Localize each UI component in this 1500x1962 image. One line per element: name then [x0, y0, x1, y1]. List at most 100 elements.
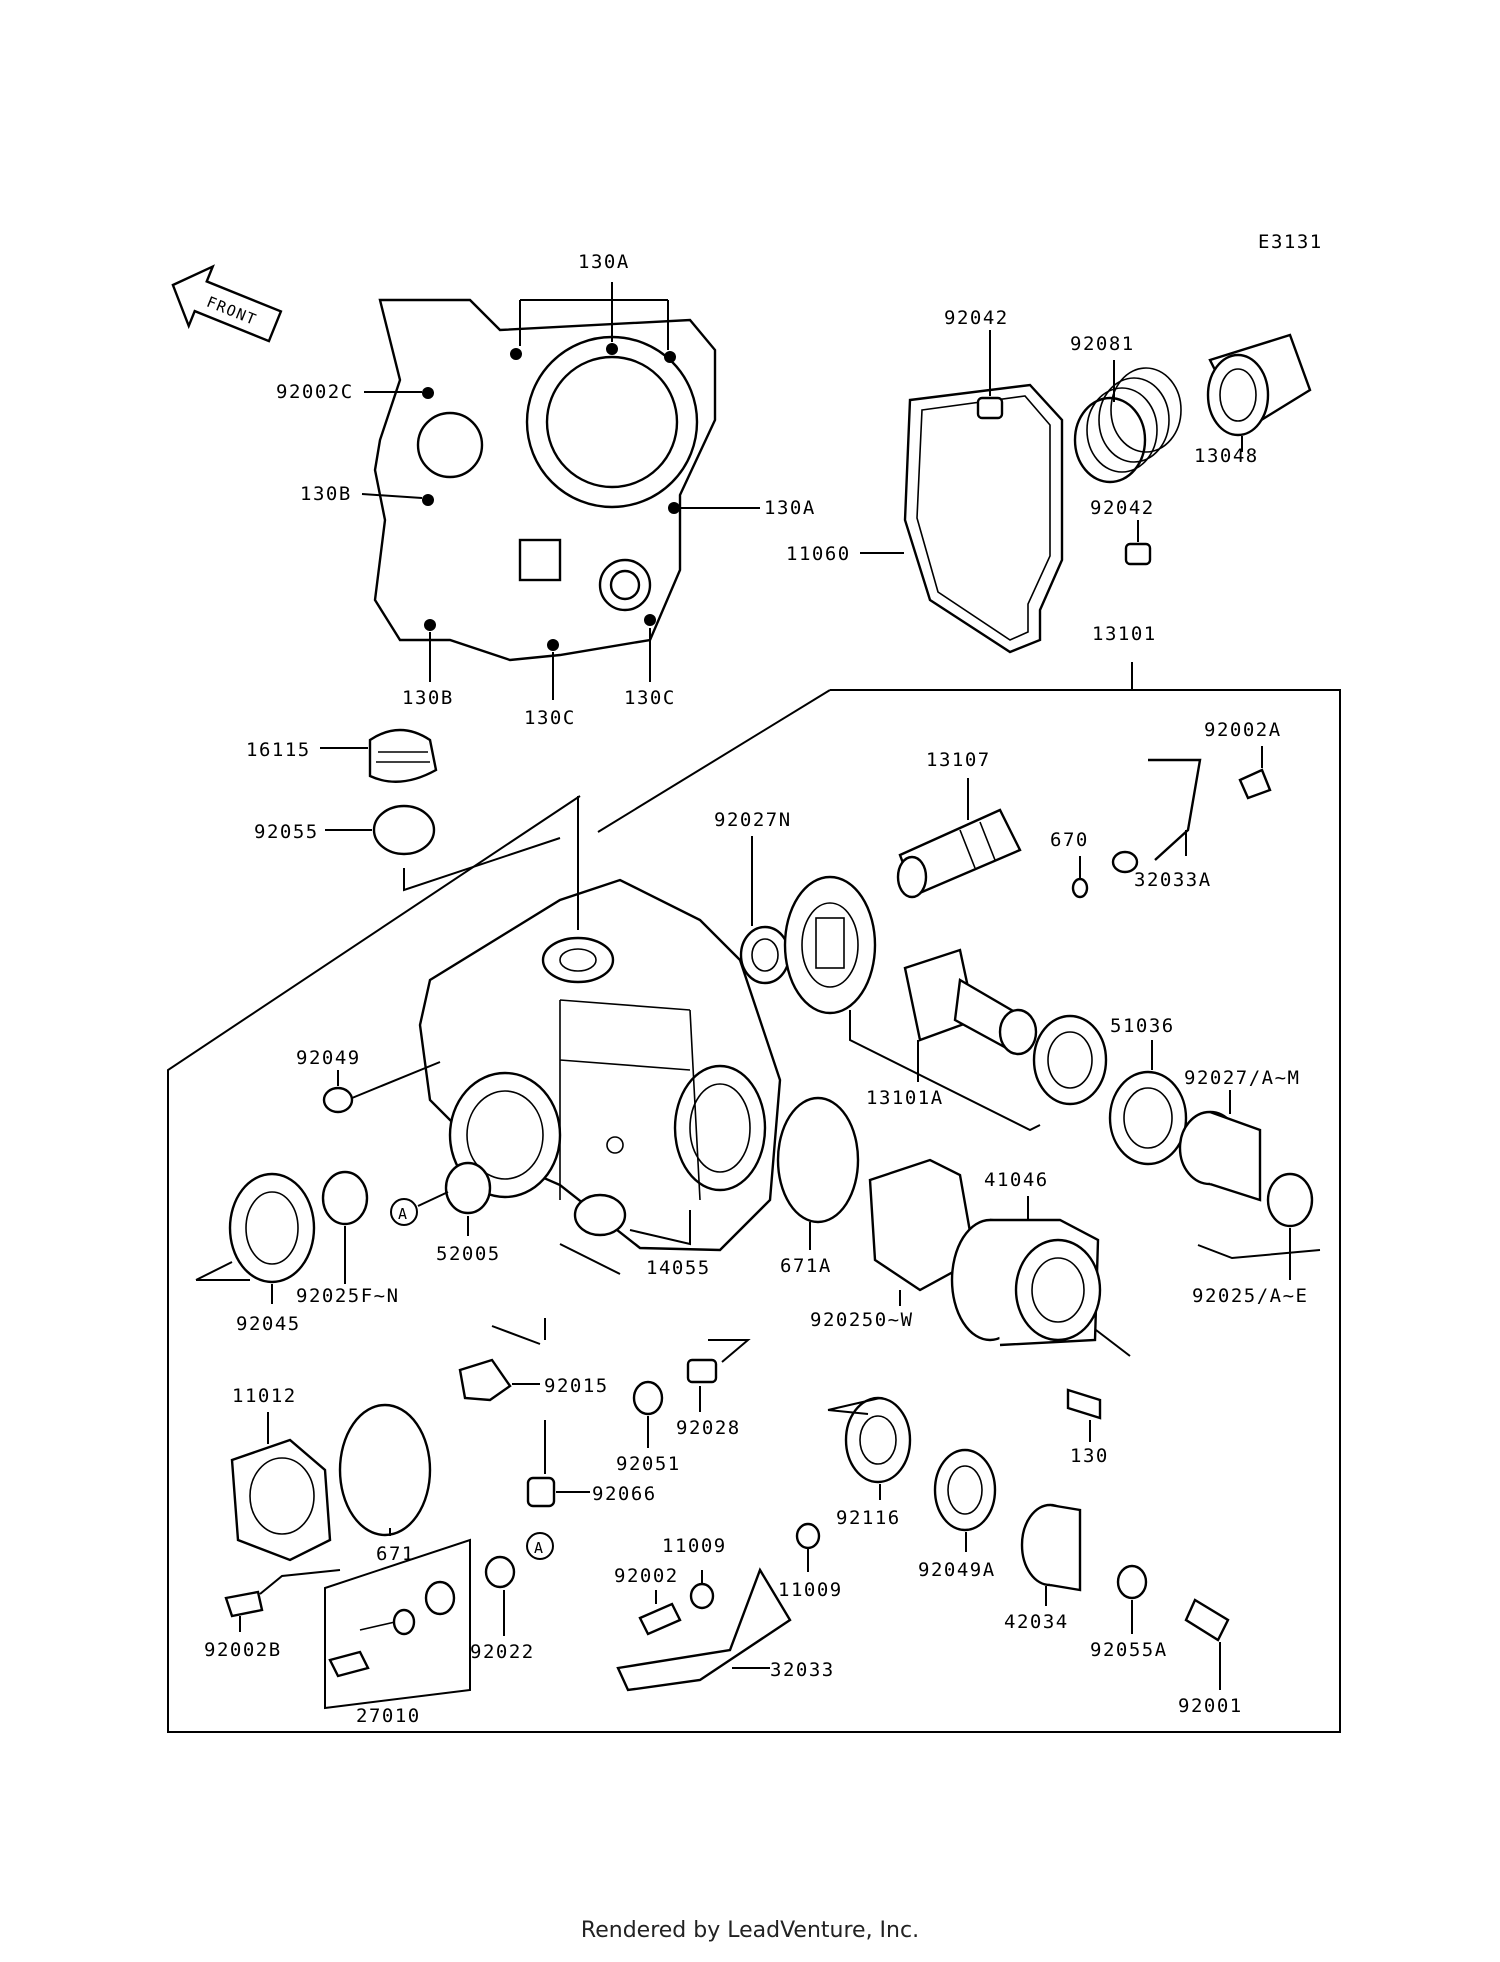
label-92049: 92049	[296, 1047, 361, 1069]
label-14055: 14055	[646, 1257, 711, 1279]
label-13107: 13107	[926, 749, 991, 771]
label-92042-top: 92042	[944, 307, 1009, 329]
dowel-92042-a	[976, 396, 1004, 420]
washer-92022	[484, 1555, 516, 1589]
label-16115: 16115	[246, 739, 311, 761]
label-13101a: 13101A	[866, 1087, 944, 1109]
label-13101: 13101	[1092, 623, 1157, 645]
label-13048: 13048	[1194, 445, 1259, 467]
label-52005: 52005	[436, 1243, 501, 1265]
bolt-130	[1066, 1388, 1102, 1420]
label-670: 670	[1050, 829, 1089, 851]
part-number-labels: 130A 130A 92002C 130B 130B 130C 130C 920…	[204, 251, 1308, 1727]
dowel-92042-b	[1124, 542, 1152, 566]
ring-92025f	[321, 1170, 369, 1226]
label-51036: 51036	[1110, 1015, 1175, 1037]
plug-92066	[526, 1476, 556, 1508]
svg-text:A: A	[398, 1205, 409, 1223]
label-92015: 92015	[544, 1375, 609, 1397]
seal-92027a	[1108, 1070, 1188, 1166]
washer-11009-b	[795, 1522, 821, 1550]
label-92042-bottom: 92042	[1090, 497, 1155, 519]
sensor-group-27010	[324, 1538, 471, 1710]
label-92027n: 92027N	[714, 809, 792, 831]
label-130b-bottom: 130B	[402, 687, 454, 709]
bolt-92002b	[224, 1590, 264, 1618]
label-92045: 92045	[236, 1313, 301, 1335]
label-92001: 92001	[1178, 1695, 1243, 1717]
bolt-92002	[638, 1602, 682, 1636]
bearing-51036	[1032, 1014, 1108, 1106]
label-92025f-n: 92025F~N	[296, 1285, 400, 1307]
ref-marker-a	[390, 1198, 418, 1226]
label-92116: 92116	[836, 1507, 901, 1529]
label-130b-left: 130B	[300, 483, 352, 505]
bearing-92116	[844, 1396, 912, 1484]
label-92002: 92002	[614, 1565, 679, 1587]
label-130a-right: 130A	[764, 497, 816, 519]
bearing-92027n	[739, 925, 791, 985]
label-130c-right: 130C	[624, 687, 676, 709]
label-11060: 11060	[786, 543, 851, 565]
label-11009-left: 11009	[662, 1535, 727, 1557]
bearing-92045	[228, 1172, 316, 1284]
label-92025a-e: 92025/A~E	[1192, 1285, 1308, 1307]
pinion-13101a	[903, 948, 1038, 1056]
seal-92049	[322, 1086, 354, 1114]
label-92027a-m: 92027/A~M	[1184, 1067, 1300, 1089]
label-92022: 92022	[470, 1641, 535, 1663]
clip-670	[1071, 877, 1089, 899]
label-92028: 92028	[676, 1417, 741, 1439]
oring-92055	[372, 804, 436, 856]
label-11009-right: 11009	[778, 1579, 843, 1601]
bevel-gear-13101a	[783, 875, 877, 1015]
oring-671a	[776, 1096, 860, 1224]
housing-41046	[950, 1218, 1102, 1347]
seal-92051	[632, 1380, 664, 1416]
oil-cap-16115	[368, 728, 438, 783]
label-920250-w: 920250~W	[810, 1309, 914, 1331]
label-32033a: 32033A	[1134, 869, 1212, 891]
label-92081: 92081	[1070, 333, 1135, 355]
label-130: 130	[1070, 1445, 1109, 1467]
label-41046: 41046	[984, 1169, 1049, 1191]
label-92002c: 92002C	[276, 381, 354, 403]
pipe-32033	[616, 1567, 792, 1692]
washer-11009-a	[689, 1582, 715, 1610]
render-credit: Rendered by LeadVenture, Inc.	[580, 1918, 920, 1943]
plug-52005	[444, 1161, 492, 1215]
shaft-13107	[896, 808, 1022, 899]
spacer-92025	[1178, 1110, 1262, 1202]
collar-92028	[686, 1358, 718, 1384]
label-92002b: 92002B	[204, 1639, 282, 1661]
label-92055: 92055	[254, 821, 319, 843]
diagram-code: E3131	[1258, 231, 1323, 253]
cover-11012	[230, 1438, 332, 1562]
front-arrow-icon: FRONT	[171, 264, 283, 343]
label-92055a: 92055A	[1090, 1639, 1168, 1661]
label-42034: 42034	[1004, 1611, 1069, 1633]
gasket-11060	[903, 383, 1064, 654]
label-92002a: 92002A	[1204, 719, 1282, 741]
coupling-13048	[1206, 333, 1312, 437]
hose-32033a	[1148, 758, 1202, 861]
label-32033: 32033	[770, 1659, 835, 1681]
oring-92055a	[1116, 1564, 1148, 1600]
label-11012: 11012	[232, 1385, 297, 1407]
bolt-92001	[1184, 1598, 1230, 1642]
bolt-92002a	[1238, 768, 1272, 800]
ring-92025-ae	[1266, 1172, 1314, 1228]
label-92049a: 92049A	[918, 1559, 996, 1581]
gear-42034	[1020, 1503, 1082, 1592]
spring-92081	[1073, 367, 1182, 484]
crankcase-cover	[373, 298, 717, 662]
label-130a-top: 130A	[578, 251, 630, 273]
seal-92049a	[933, 1448, 997, 1532]
svg-text:A: A	[534, 1539, 545, 1557]
label-27010: 27010	[356, 1705, 421, 1727]
label-92066: 92066	[592, 1483, 657, 1505]
label-92051: 92051	[616, 1453, 681, 1475]
label-671: 671	[376, 1543, 415, 1565]
nut-92015	[458, 1358, 512, 1402]
